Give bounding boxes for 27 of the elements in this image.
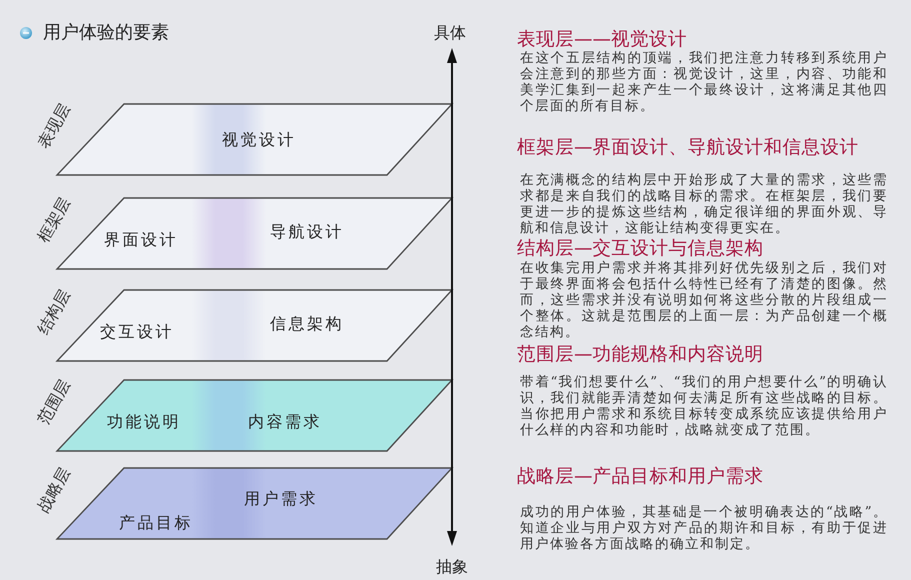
section-paragraph: 在收集完用户需求并将其排列好优先级别之后，我们对于最终界面将会包括什么特性已经有了清楚的图像。然而，这些需求并没有说明如何将这些分散的片段组成一个整体。这就是范围层的上面一层：为产品创建一个概念结构。	[520, 260, 888, 340]
element-label: 视觉设计	[222, 130, 296, 150]
element-label: 用户需求	[244, 489, 318, 509]
layer-name: 表现层	[34, 100, 74, 152]
layer-name: 范围层	[34, 376, 74, 428]
section-heading: 框架层—界面设计、导航设计和信息设计	[517, 137, 858, 159]
section-paragraph: 成功的用户体验，其基础是一个被明确表达的“战略”。知道企业与用户双方对产品的期许和目标，有助于促进用户体验各方面战略的确立和制定。	[520, 504, 888, 552]
page-title: 用户体验的要素	[43, 21, 169, 45]
layer-name: 结构层	[34, 286, 74, 338]
axis-label: 抽象	[436, 557, 468, 577]
section-paragraph: 在这个五层结构的顶端，我们把注意力转移到系统用户会注意到的那些方面：视觉设计，这里，内容、功能和美学汇集到一起来产生一个最终设计，这将满足其他四个层面的所有目标。	[520, 50, 888, 114]
section-heading: 战略层—产品目标和用户需求	[517, 466, 764, 488]
element-label: 交互设计	[100, 322, 174, 342]
element-label: 信息架构	[270, 314, 344, 334]
section-heading: 表现层——视觉设计	[517, 29, 687, 50]
layer-name: 框架层	[34, 194, 74, 246]
element-label: 内容需求	[248, 412, 322, 432]
element-label: 界面设计	[104, 230, 178, 250]
element-label: 产品目标	[119, 513, 193, 533]
section-paragraph: 带着“我们想要什么”、“我们的用户想要什么”的明确认识，我们就能弄清楚如何去满足所有这些战略的目标。当你把用户需求和系统目标转变成系统应该提供给用户什么样的内容和功能时，战略就变成了范围。	[520, 374, 888, 438]
element-label: 导航设计	[270, 222, 344, 242]
element-label: 功能说明	[107, 412, 181, 432]
section-heading: 结构层—交互设计与信息架构	[517, 238, 764, 260]
layer-name: 战略层	[34, 464, 74, 516]
section-heading: 范围层—功能规格和内容说明	[517, 344, 764, 366]
section-paragraph: 在充满概念的结构层中开始形成了大量的需求，这些需求都是来自我们的战略目标的需求。在框架层，我们要更进一步的提炼这些结构，确定很详细的界面外观、导航和信息设计，这能让结构变得更实在。	[520, 172, 888, 236]
axis-label: 具体	[434, 23, 466, 43]
